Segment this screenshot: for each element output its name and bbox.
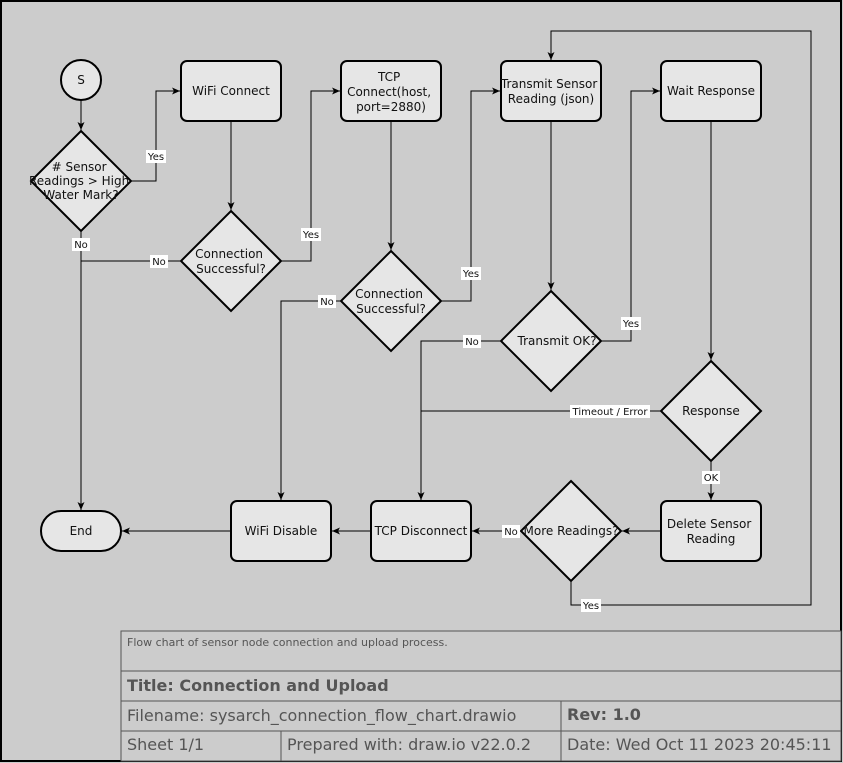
check-readings-line-1: # Sensor [52, 160, 107, 174]
edge-tcp-no [277, 300, 341, 500]
wait-response-label: Wait Response [667, 84, 755, 98]
decision-response: Response [659, 359, 763, 463]
process-delete-reading: Delete Sensor Reading [660, 500, 762, 562]
check-readings-line-2: Readings > High [29, 174, 129, 188]
decision-check-readings: # Sensor Readings > High Water Mark? [29, 129, 133, 233]
tcp-success-line-1: Connection [355, 287, 423, 301]
decision-check-readings-label: # Sensor Readings > High Water Mark? [29, 160, 133, 202]
prepared-cell [280, 730, 562, 762]
date-cell [560, 730, 842, 762]
tcp-connect-line-1: TCP [377, 70, 400, 84]
decision-more-readings: More Readings? [519, 479, 623, 583]
process-tcp-disconnect: TCP Disconnect [370, 500, 472, 562]
decision-tcp-success: Connection Successful? [339, 249, 443, 353]
prepared-text: Prepared with: draw.io v22.0.2 [287, 735, 531, 754]
transmit-no-label: No [465, 337, 479, 348]
edge-more-yes [547, 30, 812, 606]
sheet-cell [120, 730, 282, 762]
title-cell [120, 670, 842, 702]
decision-wifi-success-label: Connection Successful? [195, 247, 267, 276]
title-block: Flow chart of sensor node connection and… [120, 630, 842, 762]
response-timeout-label: Timeout / Error [572, 407, 649, 418]
check-readings-line-3: Water Mark? [43, 188, 118, 202]
more-no-label: No [504, 527, 518, 538]
edge-labels: Yes No Yes No Yes No Yes No Timeout / Er… [72, 150, 720, 612]
description-cell [120, 630, 842, 672]
tcp-yes-label: Yes [462, 269, 479, 280]
sheet-text: Sheet 1/1 [127, 735, 204, 754]
process-wifi-disable: WiFi Disable [230, 500, 332, 562]
edge-check-yes [131, 87, 180, 182]
wifi-no-label: No [152, 257, 166, 268]
edge-transmit-no [417, 340, 501, 500]
response-label: Response [682, 404, 740, 418]
transmit-label: Transmit Sensor Reading (json) [500, 77, 601, 106]
wifi-disable-label: WiFi Disable [245, 524, 318, 538]
more-yes-label: Yes [582, 601, 599, 612]
check-yes-label: Yes [147, 152, 164, 163]
transmit-line-1: Transmit Sensor [500, 77, 597, 91]
tcp-success-line-2: Successful? [356, 302, 426, 316]
delete-reading-line-2: Reading [687, 532, 736, 546]
delete-reading-label: Delete Sensor Reading [667, 517, 755, 546]
delete-reading-line-1: Delete Sensor [667, 517, 751, 531]
process-transmit: Transmit Sensor Reading (json) [500, 60, 602, 122]
decision-transmit-ok: Transmit OK? [499, 289, 603, 393]
transmit-line-2: Reading (json) [508, 92, 594, 106]
terminal-end: End [40, 510, 122, 552]
decision-wifi-success: Connection Successful? [179, 209, 283, 313]
tcp-disconnect-label: TCP Disconnect [374, 524, 468, 538]
rev-text: Rev: 1.0 [567, 705, 641, 724]
process-wifi-connect: WiFi Connect [180, 60, 282, 122]
tcp-connect-label: TCP Connect(host, port=2880) [347, 70, 435, 114]
title-text: Title: Connection and Upload [127, 676, 389, 695]
description-text: Flow chart of sensor node connection and… [127, 636, 448, 649]
tcp-connect-line-2: Connect(host, [347, 85, 431, 99]
wifi-success-line-2: Successful? [196, 262, 266, 276]
decision-tcp-success-label: Connection Successful? [355, 287, 427, 316]
edge-tcp-yes [441, 87, 500, 302]
date-text: Date: Wed Oct 11 2023 20:45:11 [567, 735, 832, 754]
more-readings-label: More Readings? [524, 524, 619, 538]
edge-transmit-yes [601, 87, 660, 342]
process-wait-response: Wait Response [660, 60, 762, 122]
end-label: End [70, 524, 93, 538]
transmit-ok-label: Transmit OK? [517, 334, 597, 348]
transmit-yes-label: Yes [622, 319, 639, 330]
response-ok-label: OK [704, 473, 719, 484]
tcp-connect-line-3: port=2880) [356, 100, 426, 114]
rev-cell [560, 700, 842, 732]
start-node: S [60, 59, 102, 101]
edge-wifi-yes [281, 87, 340, 262]
wifi-success-line-1: Connection [195, 247, 263, 261]
check-no-label: No [74, 240, 88, 251]
process-tcp-connect: TCP Connect(host, port=2880) [340, 60, 442, 122]
wifi-yes-label: Yes [302, 230, 319, 241]
start-node-label: S [77, 73, 85, 87]
wifi-connect-label: WiFi Connect [192, 84, 270, 98]
filename-text: Filename: sysarch_connection_flow_chart.… [127, 706, 516, 726]
tcp-no-label: No [320, 297, 334, 308]
